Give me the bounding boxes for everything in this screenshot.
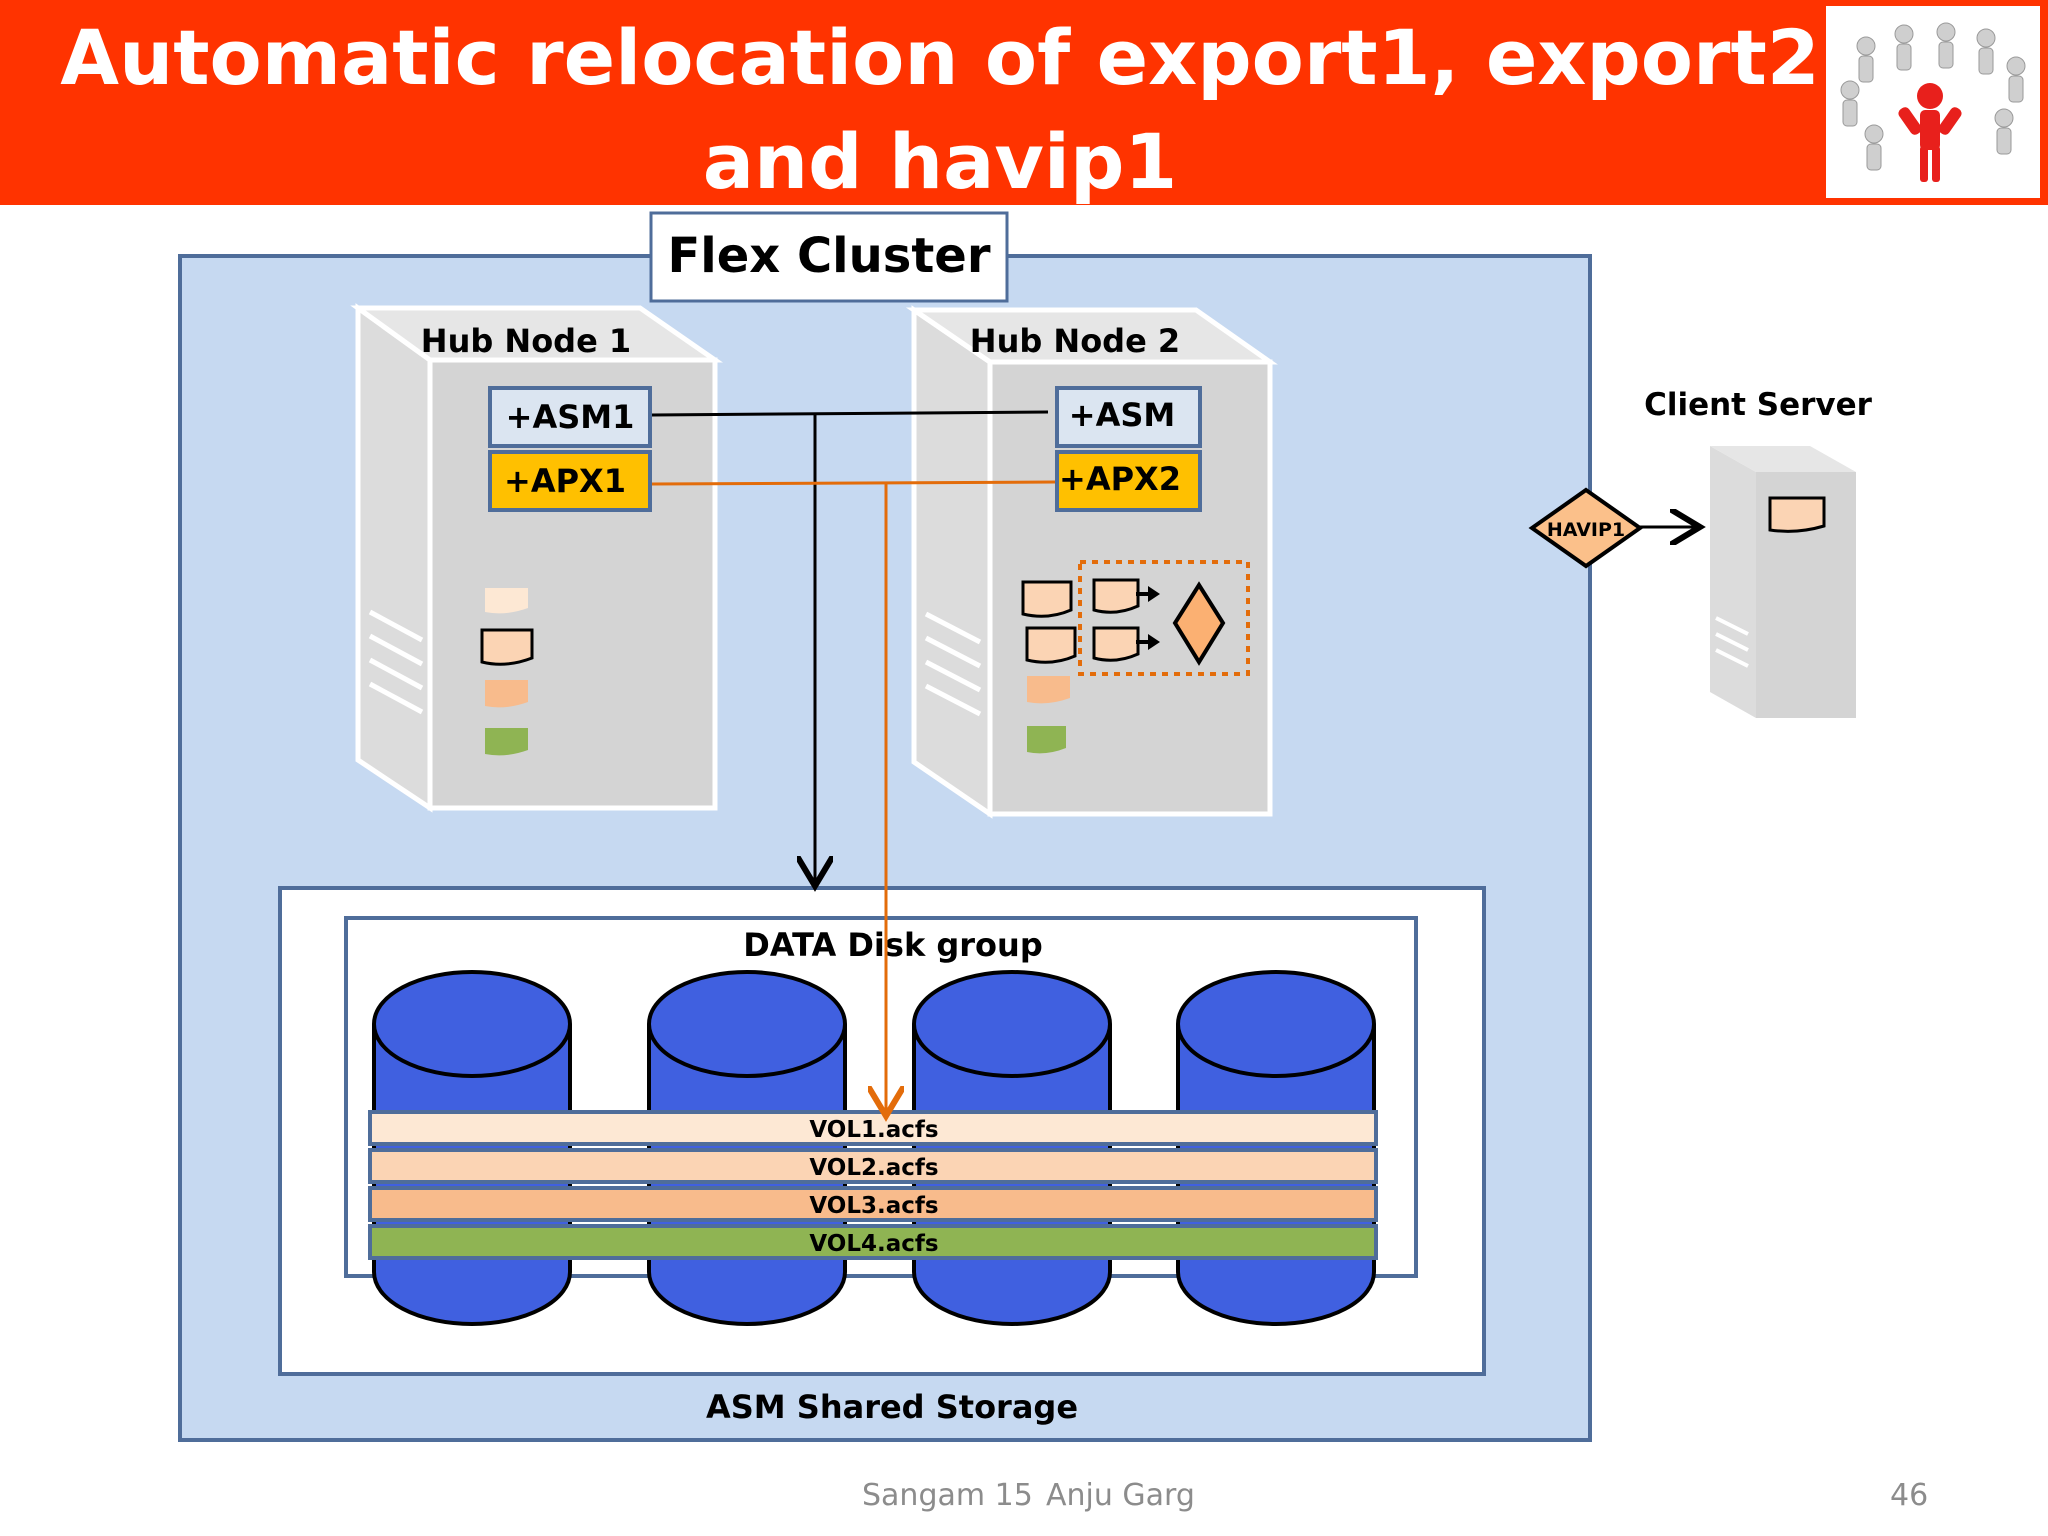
vent-lines-icon [924,611,982,717]
relocated-havip-diamond-icon [1172,581,1226,666]
flex-cluster-label: Flex Cluster [667,228,990,284]
volume-label-2: VOL2.acfs [809,1155,938,1181]
asm-shared-storage-label: ASM Shared Storage [706,1388,1078,1426]
footer-event: Sangam 15 [862,1478,1033,1513]
slide-number: 46 [1890,1478,1929,1513]
vol4-resource-icon [485,728,528,756]
havip1-diamond-icon [1528,487,1644,569]
hub-node-2-asm-label: +ASM [1069,396,1175,434]
relocated-resources-box [1078,560,1250,676]
hub-node-1-apx-label: +APX1 [504,462,626,500]
export-resource-icon [1021,580,1073,618]
volume-bar-4 [368,1224,1378,1260]
volume-bar-3 [368,1186,1378,1222]
hub-node-2-apx-label: +APX2 [1059,460,1181,498]
relocated-export2-icon [1092,626,1160,662]
hub-node-2-label: Hub Node 2 [970,322,1180,360]
volume-label-1: VOL1.acfs [809,1117,938,1143]
asm-interconnect-line [651,410,1049,417]
apx-interconnect-line [651,480,1056,486]
export-resource-icon [480,628,534,666]
vent-lines-icon [368,609,424,715]
hub-node-1-asm-label: +ASM1 [506,398,635,436]
export-resource-faded-icon [485,588,528,614]
people-circle-logo [1826,6,2040,198]
hub-node-2-apx-box [1055,450,1202,512]
export-resource-icon [1025,626,1077,664]
hub-node-2-asm-box [1055,386,1202,448]
slide-title-line-2: and havip1 [702,117,1178,206]
slide-title: Automatic relocation of export1, export2… [0,6,1880,214]
hub-node-1-apx-box [488,450,652,512]
hub-node-1-server [350,303,723,813]
client-server-label: Client Server [1644,387,1873,423]
vol4-resource-icon [1027,726,1066,754]
footer-author: Anju Garg [1046,1478,1195,1513]
hub-node-1-label: Hub Node 1 [421,322,631,360]
client-server-icon [1710,446,1856,718]
relocated-export1-icon [1092,578,1160,614]
title-bar: Automatic relocation of export1, export2… [0,0,2048,206]
vol3-resource-icon [485,680,528,708]
flex-cluster-label-box [649,211,1009,303]
hub-node-1-asm-box [488,386,652,448]
slide-title-line-1: Automatic relocation of export1, export2 [60,13,1820,102]
havip1-label: HAVIP1 [1547,519,1625,541]
vol3-resource-icon [1027,676,1070,704]
volume-label-4: VOL4.acfs [809,1231,938,1257]
volume-bar-2 [368,1148,1378,1184]
data-disk-group-label: DATA Disk group [743,926,1042,964]
volume-label-3: VOL3.acfs [809,1193,938,1219]
